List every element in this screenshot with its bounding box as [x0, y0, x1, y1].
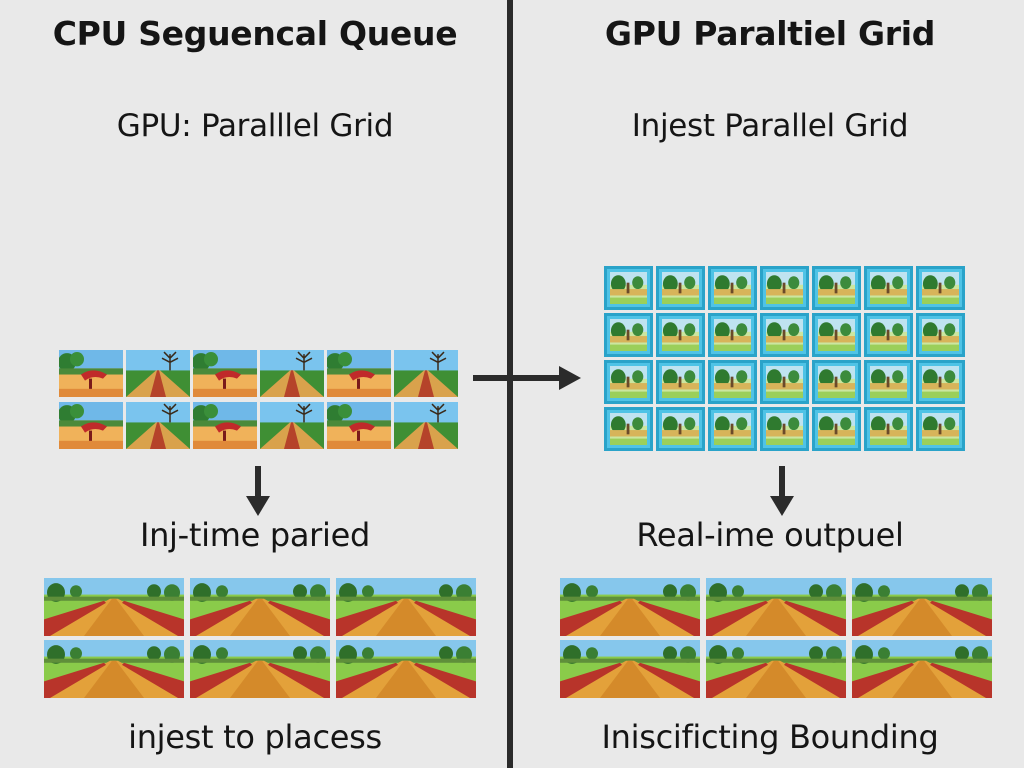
output-frame-thumbnail — [560, 578, 700, 636]
output-frame-thumbnail — [190, 640, 330, 698]
video-frame-thumbnail — [193, 350, 257, 397]
parallel-frame-cell — [864, 313, 913, 357]
video-frame-thumbnail — [394, 350, 458, 397]
parallel-frame-cell — [760, 360, 809, 404]
parallel-frame-cell — [916, 360, 965, 404]
video-frame-thumbnail — [59, 402, 123, 449]
parallel-frame-cell — [916, 313, 965, 357]
parallel-frame-cell — [916, 266, 965, 310]
parallel-frame-cell — [656, 360, 705, 404]
center-divider — [507, 0, 513, 768]
parallel-frame-cell — [916, 407, 965, 451]
parallel-frame-cell — [604, 407, 653, 451]
parallel-frame-cell — [708, 313, 757, 357]
parallel-frame-cell — [708, 360, 757, 404]
parallel-frame-cell — [708, 407, 757, 451]
output-frame-thumbnail — [852, 640, 992, 698]
gpu-panel: GPU Paraltiel Grid Injest Parallel Grid … — [516, 0, 1024, 768]
cpu-mid-label: Inj-time paried — [139, 516, 371, 554]
parallel-frame-cell — [864, 266, 913, 310]
parallel-frame-cell — [708, 266, 757, 310]
output-frame-thumbnail — [44, 578, 184, 636]
video-frame-thumbnail — [327, 402, 391, 449]
video-frame-thumbnail — [260, 402, 324, 449]
output-frame-thumbnail — [336, 578, 476, 636]
parallel-frame-cell — [656, 313, 705, 357]
video-frame-thumbnail — [260, 350, 324, 397]
parallel-frame-cell — [864, 360, 913, 404]
output-frame-thumbnail — [852, 578, 992, 636]
cpu-bottom-label: injest to placess — [128, 718, 382, 756]
right-arrow-icon — [473, 366, 581, 390]
parallel-frame-cell — [760, 407, 809, 451]
video-frame-thumbnail — [59, 350, 123, 397]
output-frame-thumbnail — [336, 640, 476, 698]
cpu-panel-title: CPU Seguencal Queue — [52, 14, 458, 53]
cpu-panel-subtitle: GPU: Paralllel Grid — [116, 108, 394, 144]
cpu-panel: CPU Seguencal Queue GPU: Paralllel Grid … — [0, 0, 510, 768]
output-frame-thumbnail — [190, 578, 330, 636]
parallel-frame-cell — [656, 407, 705, 451]
gpu-panel-title: GPU Paraltiel Grid — [604, 14, 936, 53]
down-arrow-icon — [770, 466, 794, 518]
video-frame-thumbnail — [394, 402, 458, 449]
parallel-frame-cell — [604, 266, 653, 310]
gpu-bottom-label: Iniscificting Bounding — [601, 718, 939, 756]
gpu-panel-subtitle: Injest Parallel Grid — [631, 108, 909, 144]
video-frame-thumbnail — [126, 350, 190, 397]
video-frame-thumbnail — [126, 402, 190, 449]
parallel-frame-cell — [760, 313, 809, 357]
parallel-frame-cell — [656, 266, 705, 310]
parallel-frame-cell — [864, 407, 913, 451]
output-frame-thumbnail — [706, 578, 846, 636]
output-frame-thumbnail — [560, 640, 700, 698]
video-frame-thumbnail — [327, 350, 391, 397]
parallel-frame-cell — [604, 360, 653, 404]
output-frame-thumbnail — [44, 640, 184, 698]
down-arrow-icon — [246, 466, 270, 518]
parallel-frame-cell — [812, 407, 861, 451]
gpu-mid-label: Real-ime outpuel — [636, 516, 904, 554]
parallel-frame-cell — [812, 360, 861, 404]
parallel-frame-cell — [812, 266, 861, 310]
video-frame-thumbnail — [193, 402, 257, 449]
output-frame-thumbnail — [706, 640, 846, 698]
parallel-frame-cell — [604, 313, 653, 357]
parallel-frame-cell — [760, 266, 809, 310]
parallel-frame-cell — [812, 313, 861, 357]
